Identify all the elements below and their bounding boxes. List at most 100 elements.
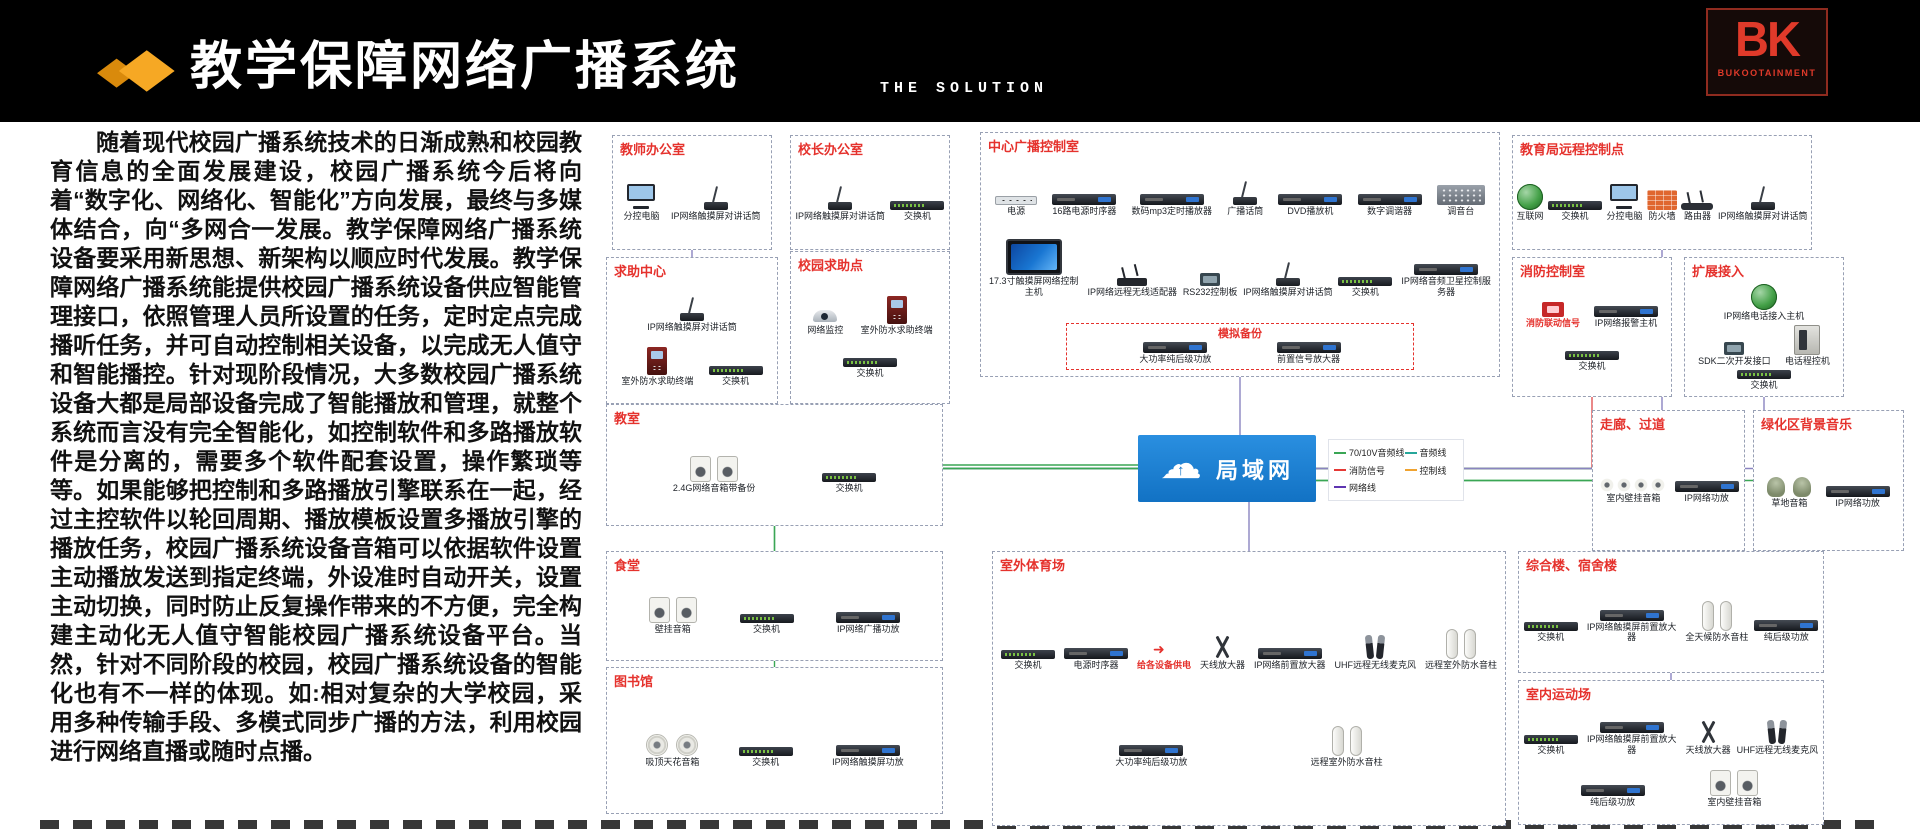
mixer-icon bbox=[1436, 184, 1485, 205]
switch-icon bbox=[1338, 276, 1393, 286]
device-rack: 大功率纯后级功放 bbox=[1115, 745, 1187, 767]
device-deskmic: IP网络触摸屏对讲话筒 bbox=[671, 184, 761, 221]
device-label: 2.4G网络音箱带备份 bbox=[672, 483, 756, 494]
cropped-text-row bbox=[40, 820, 1885, 829]
device-label: 交换机 bbox=[1561, 210, 1589, 221]
lan-label: 局域网 bbox=[1215, 457, 1294, 483]
zone-title: 扩展接入 bbox=[1692, 264, 1745, 279]
device-label: IP网络触摸屏功放 bbox=[832, 756, 904, 767]
antenna-icon bbox=[1695, 720, 1721, 744]
device-switch: 交换机 bbox=[739, 614, 794, 635]
zone-title: 综合楼、宿舍楼 bbox=[1526, 558, 1618, 573]
device-chip: SDK二次开发接口 bbox=[1698, 341, 1771, 366]
columns2-icon bbox=[1444, 629, 1478, 660]
device-label: 交换机 bbox=[835, 483, 863, 494]
rack-icon bbox=[1674, 481, 1739, 493]
device-label: IP网络电话接入主机 bbox=[1723, 310, 1805, 321]
device-label: IP网络音频卫星控制服务器 bbox=[1401, 276, 1491, 297]
switch-icon bbox=[822, 473, 877, 483]
device-label: 交换机 bbox=[752, 624, 780, 635]
device-switch: 交换机 bbox=[738, 746, 793, 767]
rack-icon bbox=[1825, 485, 1890, 497]
legend-line-swatch bbox=[1334, 486, 1346, 489]
lan-node: 局域网 bbox=[1138, 435, 1316, 502]
rack-icon bbox=[1257, 648, 1322, 660]
diamond-icon bbox=[119, 40, 175, 94]
device-label: 互联网 bbox=[1516, 210, 1544, 221]
zone-title: 中心广播控制室 bbox=[988, 139, 1080, 154]
device-label: 16路电源时序器 bbox=[1052, 205, 1117, 216]
company-logo: BK BUKOOTAINMENT bbox=[1706, 8, 1828, 96]
legend-label: 音频线 bbox=[1419, 448, 1447, 459]
device-rack: 数码mp3定时播放器 bbox=[1132, 193, 1212, 216]
device-label: 吸顶天花音箱 bbox=[645, 756, 700, 767]
device-label: 交换机 bbox=[1537, 744, 1565, 755]
powerstrip-icon bbox=[995, 195, 1038, 205]
device-label: IP网络功放 bbox=[1835, 497, 1880, 508]
pc-icon bbox=[626, 183, 656, 210]
firewall-icon bbox=[1646, 189, 1677, 210]
switch-icon bbox=[739, 614, 794, 624]
deskmic-icon bbox=[1273, 260, 1303, 286]
rack-icon bbox=[1139, 193, 1204, 205]
switch-icon bbox=[1523, 734, 1578, 744]
pbx-icon bbox=[1794, 324, 1821, 355]
device-switch: 交换机 bbox=[890, 200, 945, 221]
device-pc: 分控电脑 bbox=[1606, 183, 1642, 221]
rack-icon bbox=[1414, 264, 1479, 276]
deskmic-icon bbox=[701, 184, 731, 210]
zone-campus-help: 校园求助点网络监控室外防水求助终端交换机 bbox=[790, 251, 950, 404]
device-alarm: 消防联动信号 bbox=[1526, 302, 1580, 328]
device-rack: IP网络广播功放 bbox=[836, 612, 901, 634]
switch-icon bbox=[708, 365, 763, 375]
zone-stadium: 室外体育场交换机电源时序器给各设备供电天线放大器IP网络前置放大器UHF远程无线… bbox=[992, 551, 1506, 826]
router-icon bbox=[1681, 191, 1714, 210]
device-label: IP网络前置放大器 bbox=[1253, 660, 1326, 671]
device-antenna: 天线放大器 bbox=[1200, 635, 1245, 670]
device-label: IP网络触摸屏对讲话筒 bbox=[1243, 286, 1333, 297]
subbox-title: 模拟备份 bbox=[1218, 327, 1262, 340]
legend-line-swatch bbox=[1404, 469, 1417, 471]
wifi-icon bbox=[1117, 266, 1148, 286]
device-antenna: 天线放大器 bbox=[1686, 720, 1731, 755]
bigscreen-icon bbox=[1005, 239, 1062, 276]
device-label: 远程室外防水音柱 bbox=[1310, 757, 1383, 768]
panel-icon bbox=[647, 346, 668, 375]
device-label: UHF远程无线麦克风 bbox=[1334, 660, 1416, 671]
legend: 70/10V音频线音频线消防信号控制线网络线 bbox=[1328, 439, 1464, 501]
rack-icon bbox=[1754, 620, 1819, 632]
switch-icon bbox=[1523, 622, 1578, 632]
device-camera: 网络监控 bbox=[807, 307, 843, 335]
device-rack: IP网络报警主机 bbox=[1593, 306, 1658, 328]
device-rack: IP网络音频卫星控制服务器 bbox=[1398, 264, 1494, 297]
device-label: 电源时序器 bbox=[1073, 660, 1119, 671]
zone-title: 消防控制室 bbox=[1520, 264, 1586, 279]
zone-title: 教师办公室 bbox=[620, 142, 686, 157]
device-switch: 交换机 bbox=[1565, 351, 1619, 371]
legend-item: 音频线 bbox=[1404, 446, 1458, 459]
device-label: 交换机 bbox=[1578, 361, 1606, 372]
device-label: 大功率纯后级功放 bbox=[1115, 757, 1188, 768]
uhf-icon bbox=[1764, 718, 1790, 744]
device-label: IP网络功放 bbox=[1684, 493, 1729, 504]
device-globe: IP网络电话接入主机 bbox=[1723, 283, 1805, 321]
device-label: 室内壁挂音箱 bbox=[1707, 796, 1762, 807]
device-label: IP网络触摸屏前置放大器 bbox=[1587, 734, 1677, 755]
device-label: IP网络触摸屏对讲话筒 bbox=[647, 321, 737, 332]
device-router: 路由器 bbox=[1681, 191, 1714, 221]
device-panel: 室外防水求助终端 bbox=[621, 346, 693, 386]
columns2-icon bbox=[1330, 726, 1364, 757]
device-label: 室外防水求助终端 bbox=[860, 325, 933, 336]
rack-icon bbox=[1276, 341, 1341, 353]
zone-title: 室外体育场 bbox=[1000, 558, 1066, 573]
device-label: 交换机 bbox=[1537, 632, 1565, 643]
device-label: 网络监控 bbox=[807, 325, 844, 336]
device-label: 草地音箱 bbox=[1771, 497, 1808, 508]
device-label: 调音台 bbox=[1447, 205, 1475, 216]
rack-icon bbox=[1599, 722, 1664, 734]
device-powerstrip: 电源 bbox=[995, 195, 1038, 216]
device-deskmic: IP网络触摸屏对讲话筒 bbox=[1243, 260, 1333, 297]
